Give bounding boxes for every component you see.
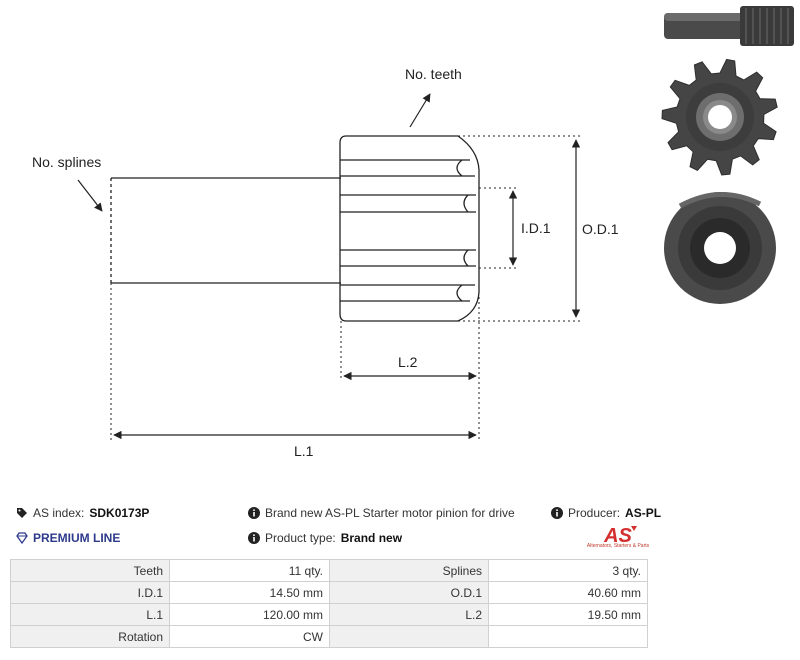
spec-value: 120.00 mm [169,603,330,626]
label-l1: L.1 [294,443,314,459]
splines-pointer-arrow [77,179,103,212]
teeth-pointer-arrow [409,93,431,128]
gear-head-outline [339,135,480,322]
as-index-info: AS index: SDK0173P [16,506,149,520]
table-row: Teeth 11 qty. Splines 3 qty. [10,559,648,582]
description-info: Brand new AS-PL Starter motor pinion for… [248,506,515,520]
as-index-label: AS index: [33,506,85,520]
pinion-back-view-photo [664,192,776,304]
spec-label: I.D.1 [10,581,170,604]
description-text: Brand new AS-PL Starter motor pinion for… [265,506,515,520]
table-row: I.D.1 14.50 mm O.D.1 40.60 mm [10,581,648,604]
logo-tagline: Alternators, Starters & Parts [586,543,650,549]
pinion-technical-drawing: No. splines No. teeth I.D.1 O.D.1 L.2 L.… [32,66,619,459]
spec-value: 40.60 mm [488,581,648,604]
tag-icon [17,508,27,518]
label-od1: O.D.1 [582,221,619,237]
spec-label: L.1 [10,603,170,626]
dimension-arrows [77,93,581,440]
specifications-table: Teeth 11 qty. Splines 3 qty. I.D.1 14.50… [10,559,648,648]
info-icon [248,532,260,544]
as-pl-logo: AS [603,525,637,547]
product-type-info: Product type: Brand new [248,531,402,545]
spec-label: Splines [329,559,489,582]
info-icon [551,507,563,519]
label-no-teeth: No. teeth [405,66,462,82]
pinion-gear-face-photo [661,58,778,176]
svg-text:AS: AS [603,525,632,547]
spec-label: Rotation [10,625,170,648]
label-l2: L.2 [398,354,418,370]
spec-value: 19.50 mm [488,603,648,626]
spec-value: 3 qty. [488,559,648,582]
product-type-value: Brand new [340,531,403,545]
producer-info: Producer: AS-PL [551,506,661,520]
spec-value: CW [169,625,330,648]
producer-value: AS-PL [625,506,662,520]
info-icon [248,507,260,519]
shaft-outline [110,177,341,284]
spec-value: 14.50 mm [169,581,330,604]
pinion-side-view-photo [664,6,794,46]
premium-line-text: PREMIUM LINE [33,531,121,545]
label-id1: I.D.1 [521,220,551,236]
dimension-extension-lines [110,135,580,440]
spec-label: Teeth [10,559,170,582]
product-type-label: Product type: [265,531,336,545]
spec-value: 11 qty. [169,559,330,582]
producer-label: Producer: [568,506,621,520]
table-row: L.1 120.00 mm L.2 19.50 mm [10,603,648,626]
spec-label: L.2 [329,603,489,626]
premium-line-badge: PREMIUM LINE [16,531,120,545]
spec-label: O.D.1 [329,581,489,604]
diamond-icon [16,532,28,544]
spec-value [488,625,648,648]
label-no-splines: No. splines [32,154,101,170]
spec-label [329,625,489,648]
table-row: Rotation CW [10,625,648,648]
as-index-value: SDK0173P [89,506,150,520]
